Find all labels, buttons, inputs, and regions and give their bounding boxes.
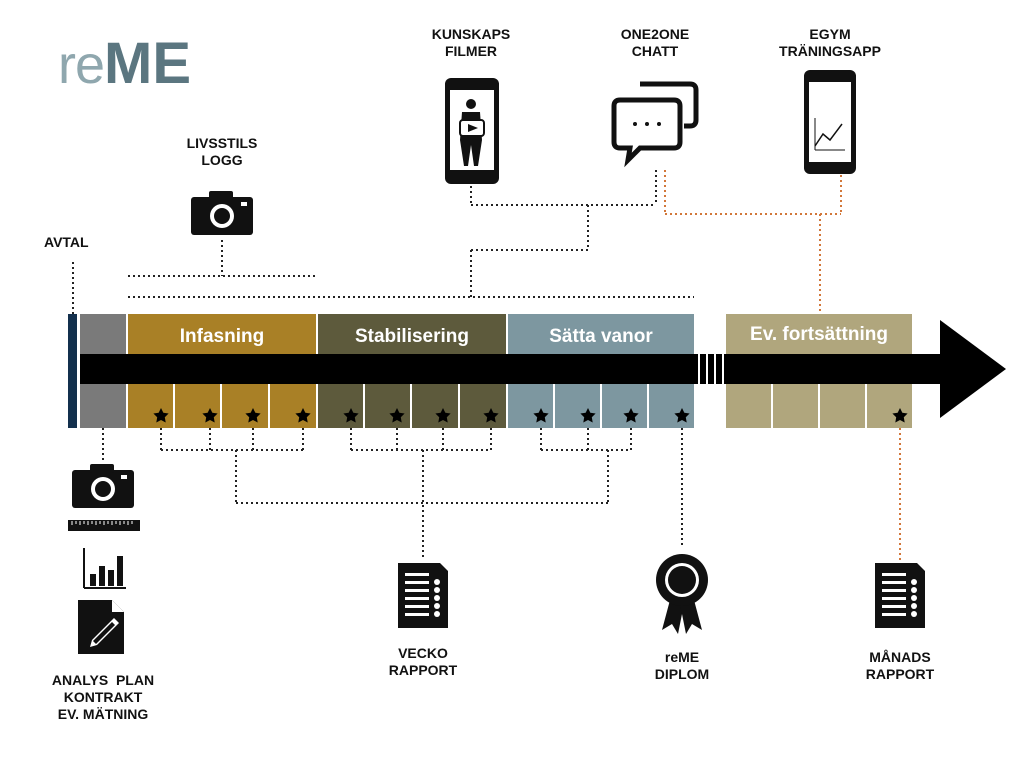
livsstils-line1: LIVSSTILS <box>186 135 258 151</box>
award-ribbon-icon <box>656 554 708 634</box>
week-block <box>649 384 694 428</box>
vecko-line2: RAPPORT <box>388 662 458 678</box>
week-block <box>820 384 865 428</box>
week-block <box>128 384 173 428</box>
week-block <box>365 384 410 428</box>
week-block <box>773 384 818 428</box>
phase-header-satta-vanor <box>508 314 694 354</box>
livsstils-label: LIVSSTILS LOGG <box>172 135 272 169</box>
diplom-line2: DIPLOM <box>654 666 710 682</box>
report-checklist-icon <box>875 563 925 628</box>
logo-re: re <box>58 35 105 95</box>
logo-me: ME <box>104 31 192 96</box>
diplom-line1: reME <box>664 649 700 665</box>
camera-icon <box>191 191 253 235</box>
vecko-line1: VECKO <box>398 645 448 661</box>
week-block <box>726 384 771 428</box>
phone-video-icon <box>445 78 499 184</box>
phase-title-satta-vanor: Sätta vanor <box>549 326 653 347</box>
manads-line1: MÅNADS <box>869 649 931 665</box>
egym-line1: EGYM <box>809 26 851 42</box>
week-block <box>222 384 268 428</box>
avtal-label: AVTAL <box>44 234 89 250</box>
camera-icon <box>72 464 134 508</box>
week-block <box>460 384 506 428</box>
bar-chart-icon <box>83 548 126 589</box>
egym-line2: TRÄNINGSAPP <box>779 43 881 59</box>
livsstils-line2: LOGG <box>201 152 243 168</box>
kunskaps-line1: KUNSKAPS <box>431 26 511 42</box>
phone-chart-icon <box>804 70 856 174</box>
one2one-line2: CHATT <box>631 43 679 59</box>
kunskaps-label: KUNSKAPS FILMER <box>421 26 521 60</box>
vecko-label: VECKO RAPPORT <box>373 645 473 679</box>
one2one-line1: ONE2ONE <box>620 26 690 42</box>
kunskaps-line2: FILMER <box>444 43 498 59</box>
week-block <box>602 384 647 428</box>
week-block <box>270 384 316 428</box>
report-checklist-icon <box>398 563 448 628</box>
chat-bubbles-icon <box>611 81 699 168</box>
week-block <box>508 384 553 428</box>
ruler-icon <box>68 520 140 531</box>
week-block <box>412 384 458 428</box>
analys-line1: ANALYS PLAN <box>51 672 155 688</box>
week-block <box>318 384 363 428</box>
analys-line2: KONTRAKT <box>63 689 143 705</box>
egym-label: EGYM TRÄNINGSAPP <box>770 26 890 60</box>
avtal-bar <box>68 314 77 428</box>
reme-logo: reME <box>58 30 191 100</box>
phase-title-fortsattning: Ev. fortsättning <box>750 324 888 345</box>
phase-title-stabilisering: Stabilisering <box>354 326 470 347</box>
phase-header-infasning <box>128 314 316 354</box>
analys-label: ANALYS PLAN KONTRAKT EV. MÄTNING <box>40 672 166 723</box>
diplom-label: reME DIPLOM <box>632 649 732 683</box>
manads-label: MÅNADS RAPPORT <box>850 649 950 683</box>
phase-header-stabilisering <box>318 314 506 354</box>
phase-title-infasning: Infasning <box>179 326 265 347</box>
phase-header-fortsattning <box>726 314 912 354</box>
analys-line3: EV. MÄTNING <box>57 706 149 722</box>
one2one-label: ONE2ONE CHATT <box>605 26 705 60</box>
week-block <box>867 384 912 428</box>
manads-line2: RAPPORT <box>865 666 935 682</box>
document-pen-icon <box>78 600 124 654</box>
week-block <box>555 384 600 428</box>
